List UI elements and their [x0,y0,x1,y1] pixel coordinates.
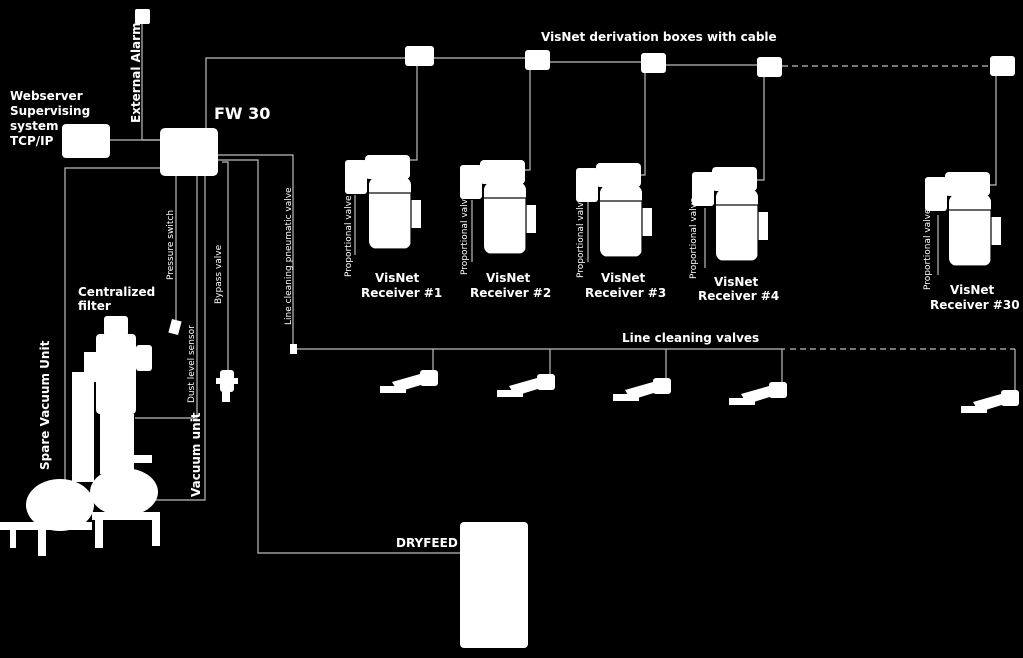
external-alarm-box [135,9,150,24]
receiver-units [345,155,1001,267]
receiver-4-line1: VisNet [714,275,759,289]
derivation-boxes-label: VisNet derivation boxes with cable [541,30,777,44]
dust-level-sensor-label: Dust level sensor [187,325,197,403]
bypass-valve-device [216,370,238,402]
receiver-3-line1: VisNet [601,271,646,285]
labels: Webserver Supervising system TCP/IP Exte… [10,22,1020,550]
vacuum-unit-label: Vacuum unit [189,412,203,497]
centralized-filter-label-1: Centralized [78,285,155,299]
spare-vacuum-label: Spare Vacuum Unit [38,340,52,470]
receiver-1-line2: Receiver #1 [361,286,442,300]
dryfeed-cabinet [460,522,528,648]
proportional-valve-label-4: Proportional valve [689,197,699,279]
webserver-label-3: system [10,119,59,133]
webserver-box [62,124,110,158]
receiver-2-line1: VisNet [486,271,531,285]
dryfeed-label: DRYFEED [396,536,458,550]
webserver-label-2: Supervising [10,104,90,118]
receiver-1-line1: VisNet [375,271,420,285]
line-cleaning-pneumatic-valve-label: Line cleaning pneumatic valve [284,187,294,325]
proportional-valve-label-2: Proportional valve [460,193,470,275]
webserver-label-1: Webserver [10,89,83,103]
pressure-switch-label: Pressure switch [166,210,176,280]
centralized-filter-label-2: filter [78,299,111,313]
webserver-label-4: TCP/IP [10,134,54,148]
derivation-boxes [405,46,1015,77]
line-cleaning-valve-units [380,370,1019,413]
pressure-switch-device [168,318,182,336]
vacuum-filter-assembly [0,316,160,556]
receiver-30-line2: Receiver #30 [930,298,1020,312]
receiver-3-line2: Receiver #3 [585,286,666,300]
receiver-2-line2: Receiver #2 [470,286,551,300]
pneumatic-valve-box [290,344,297,354]
receiver-30-line1: VisNet [950,283,995,297]
fw30-controller [160,128,218,176]
fw30-label: FW 30 [214,104,270,123]
proportional-valve-label-1: Proportional valve [344,195,354,277]
bypass-valve-label: Bypass valve [214,244,224,304]
proportional-valve-label-30: Proportional valve [923,208,933,290]
wiring [64,22,1016,554]
receiver-4-line2: Receiver #4 [698,289,779,303]
external-alarm-label: External Alarm [129,22,143,123]
proportional-valve-label-3: Proportional valve [576,196,586,278]
line-cleaning-valves-label: Line cleaning valves [622,331,759,345]
